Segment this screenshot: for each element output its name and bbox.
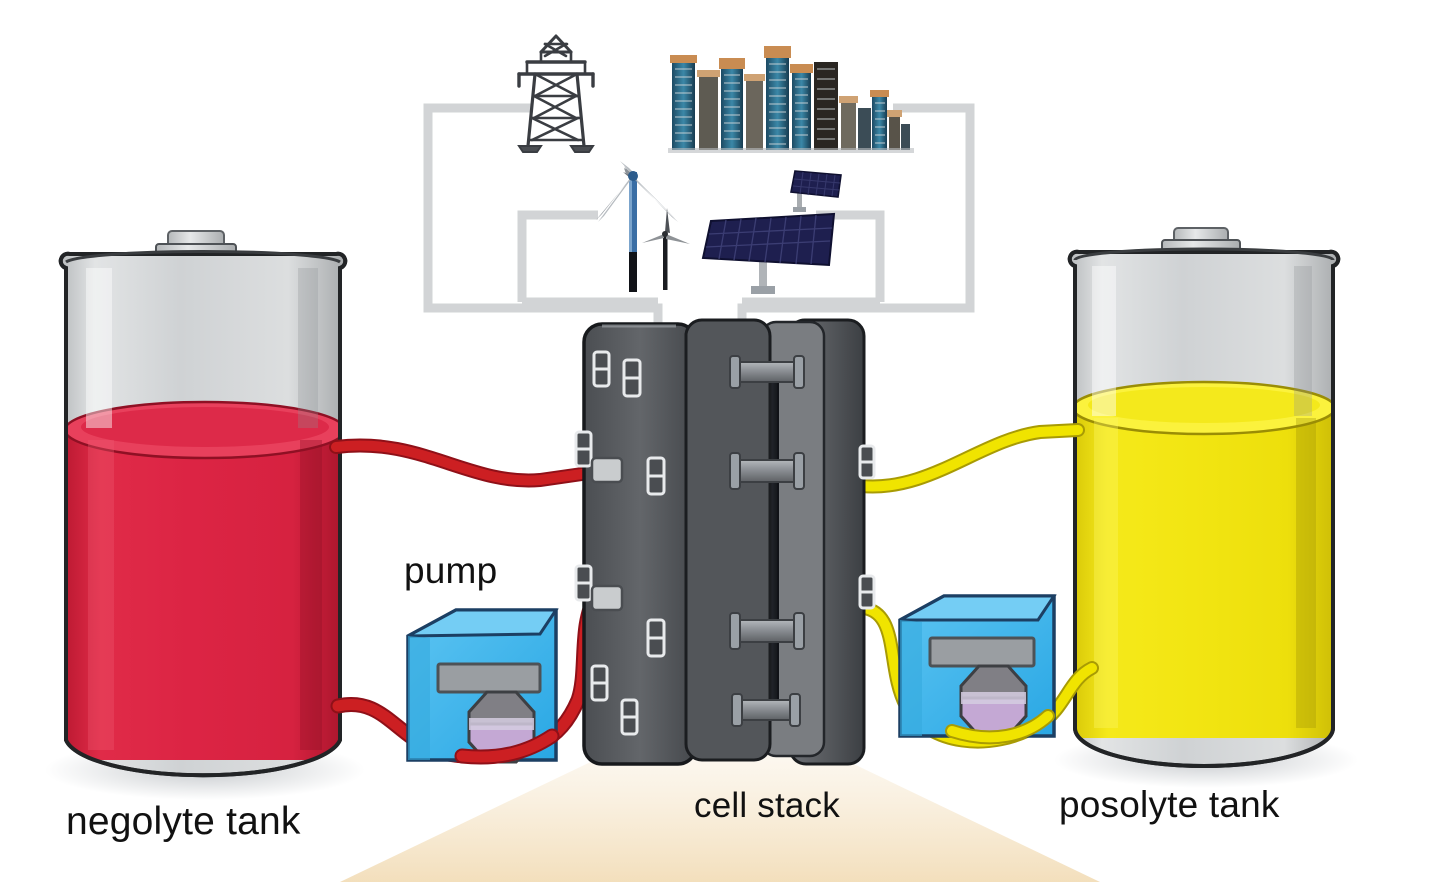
posolyte-tank-label: posolyte tank bbox=[1059, 784, 1280, 825]
city-icon bbox=[668, 46, 914, 153]
negolyte-hose-upper bbox=[329, 438, 603, 488]
negolyte-tank-label: negolyte tank bbox=[66, 800, 301, 843]
negolyte-hose-through-pump bbox=[454, 728, 560, 765]
solar-panel-icon bbox=[701, 170, 842, 294]
pump-display bbox=[436, 662, 542, 694]
pump-display bbox=[928, 636, 1036, 668]
stack-ports bbox=[590, 456, 624, 612]
stack-bolts bbox=[574, 350, 876, 736]
cell-stack-label: cell stack bbox=[694, 786, 840, 825]
cell-stack bbox=[574, 318, 876, 766]
wind-turbine-icon bbox=[596, 161, 690, 292]
posolyte-tank bbox=[1067, 227, 1341, 768]
circuit-wires bbox=[423, 103, 975, 336]
pump-label: pump bbox=[404, 550, 498, 591]
pylon-icon bbox=[517, 34, 595, 153]
posolyte-hose-upper bbox=[855, 423, 1085, 494]
negolyte-tank bbox=[58, 230, 348, 778]
tie-rods bbox=[729, 355, 805, 727]
posolyte-pump bbox=[898, 594, 1057, 738]
floor-glow bbox=[340, 700, 1100, 882]
posolyte-hose-through-pump bbox=[945, 709, 1055, 745]
negolyte-pump bbox=[406, 608, 559, 764]
